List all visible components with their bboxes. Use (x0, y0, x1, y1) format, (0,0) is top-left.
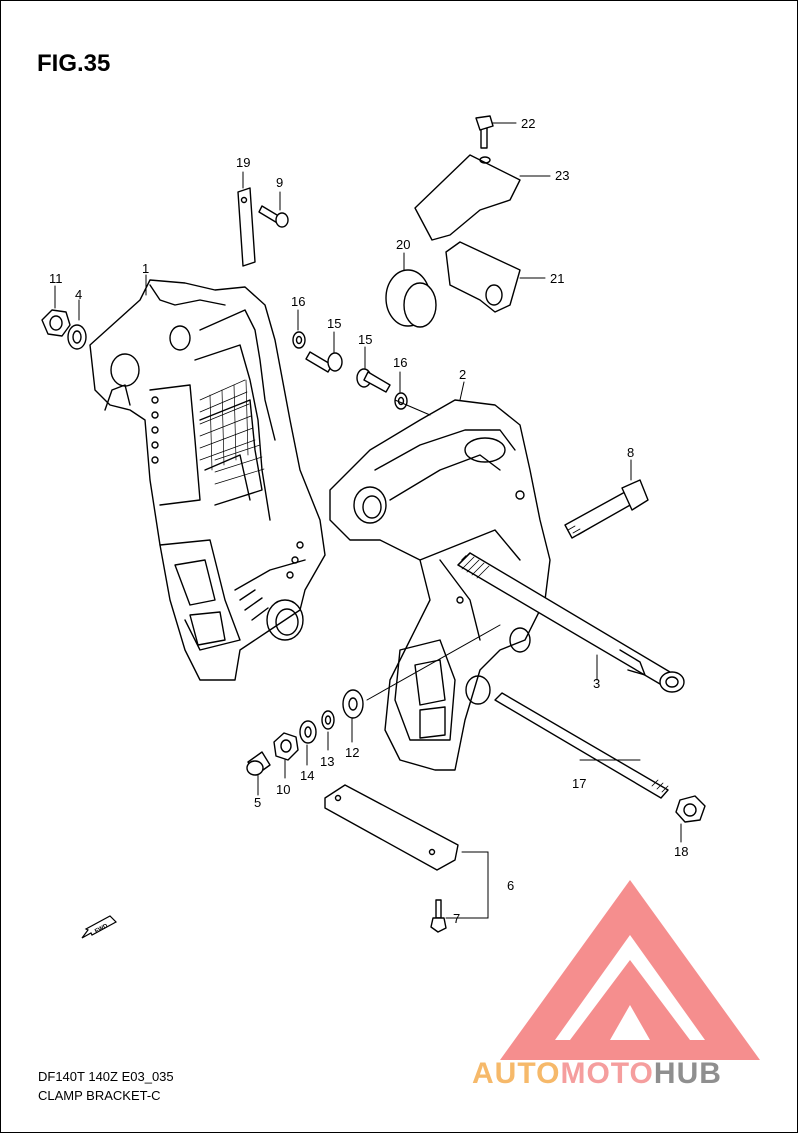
callout-21: 21 (550, 271, 565, 286)
callout-14: 14 (300, 768, 315, 783)
screw-9 (258, 205, 289, 228)
clamp-bracket-right (329, 399, 551, 771)
callout-20: 20 (396, 237, 411, 252)
watermark-part-1: AUTO (472, 1057, 561, 1090)
callout-16a: 16 (291, 294, 306, 309)
cap-20 (385, 269, 437, 328)
callout-11: 11 (49, 271, 63, 286)
callout-12: 12 (345, 745, 360, 760)
callout-18: 18 (674, 844, 689, 859)
model-code: DF140T 140Z E03_035 (38, 1069, 174, 1084)
leader-lines (54, 122, 682, 919)
washer-12 (342, 689, 364, 719)
strap-19 (237, 187, 256, 267)
callout-7: 7 (453, 911, 461, 926)
watermark-part-3: HUB (653, 1057, 722, 1090)
callout-22: 22 (521, 116, 536, 131)
callout-3: 3 (593, 676, 601, 691)
nut-11 (41, 309, 71, 337)
nut-10 (273, 732, 299, 761)
figure-title: FIG.35 (37, 50, 111, 77)
callout-9: 9 (276, 175, 284, 190)
plate-6 (324, 784, 459, 871)
callout-10: 10 (276, 782, 291, 797)
fwd-arrow-icon: FWD (81, 915, 117, 939)
callout-15a: 15 (327, 316, 342, 331)
figure-caption: CLAMP BRACKET-C (38, 1088, 161, 1103)
washer-4 (67, 324, 87, 350)
watermark-text: AUTOMOTOHUB (472, 1057, 722, 1091)
cover-23 (414, 154, 521, 241)
tilt-tube-shaft (457, 552, 685, 693)
shaft-17 (494, 692, 706, 823)
bolt-8 (564, 479, 649, 539)
watermark-logo (500, 880, 760, 1060)
bolt-7 (430, 899, 447, 933)
callout-15b: 15 (358, 332, 373, 347)
washer-14 (299, 720, 317, 744)
callout-23: 23 (555, 168, 570, 183)
watermark-part-2: MOTO (560, 1057, 654, 1090)
callout-16b: 16 (393, 355, 408, 370)
callout-6: 6 (507, 878, 515, 893)
callout-8: 8 (627, 445, 635, 460)
callout-1: 1 (142, 261, 150, 276)
callout-4: 4 (75, 287, 83, 302)
collar-5 (246, 751, 271, 776)
bracket-21 (445, 241, 521, 313)
washer-16a (292, 331, 306, 349)
callout-19: 19 (236, 155, 251, 170)
bolt-15b (356, 368, 391, 393)
clamp-bracket-left (89, 279, 326, 681)
bolt-22 (475, 115, 494, 149)
washer-13 (321, 710, 335, 730)
callout-17: 17 (572, 776, 587, 791)
callout-2: 2 (459, 367, 467, 382)
callout-13: 13 (320, 754, 335, 769)
callout-5: 5 (254, 795, 262, 810)
bolt-15a (305, 351, 343, 373)
